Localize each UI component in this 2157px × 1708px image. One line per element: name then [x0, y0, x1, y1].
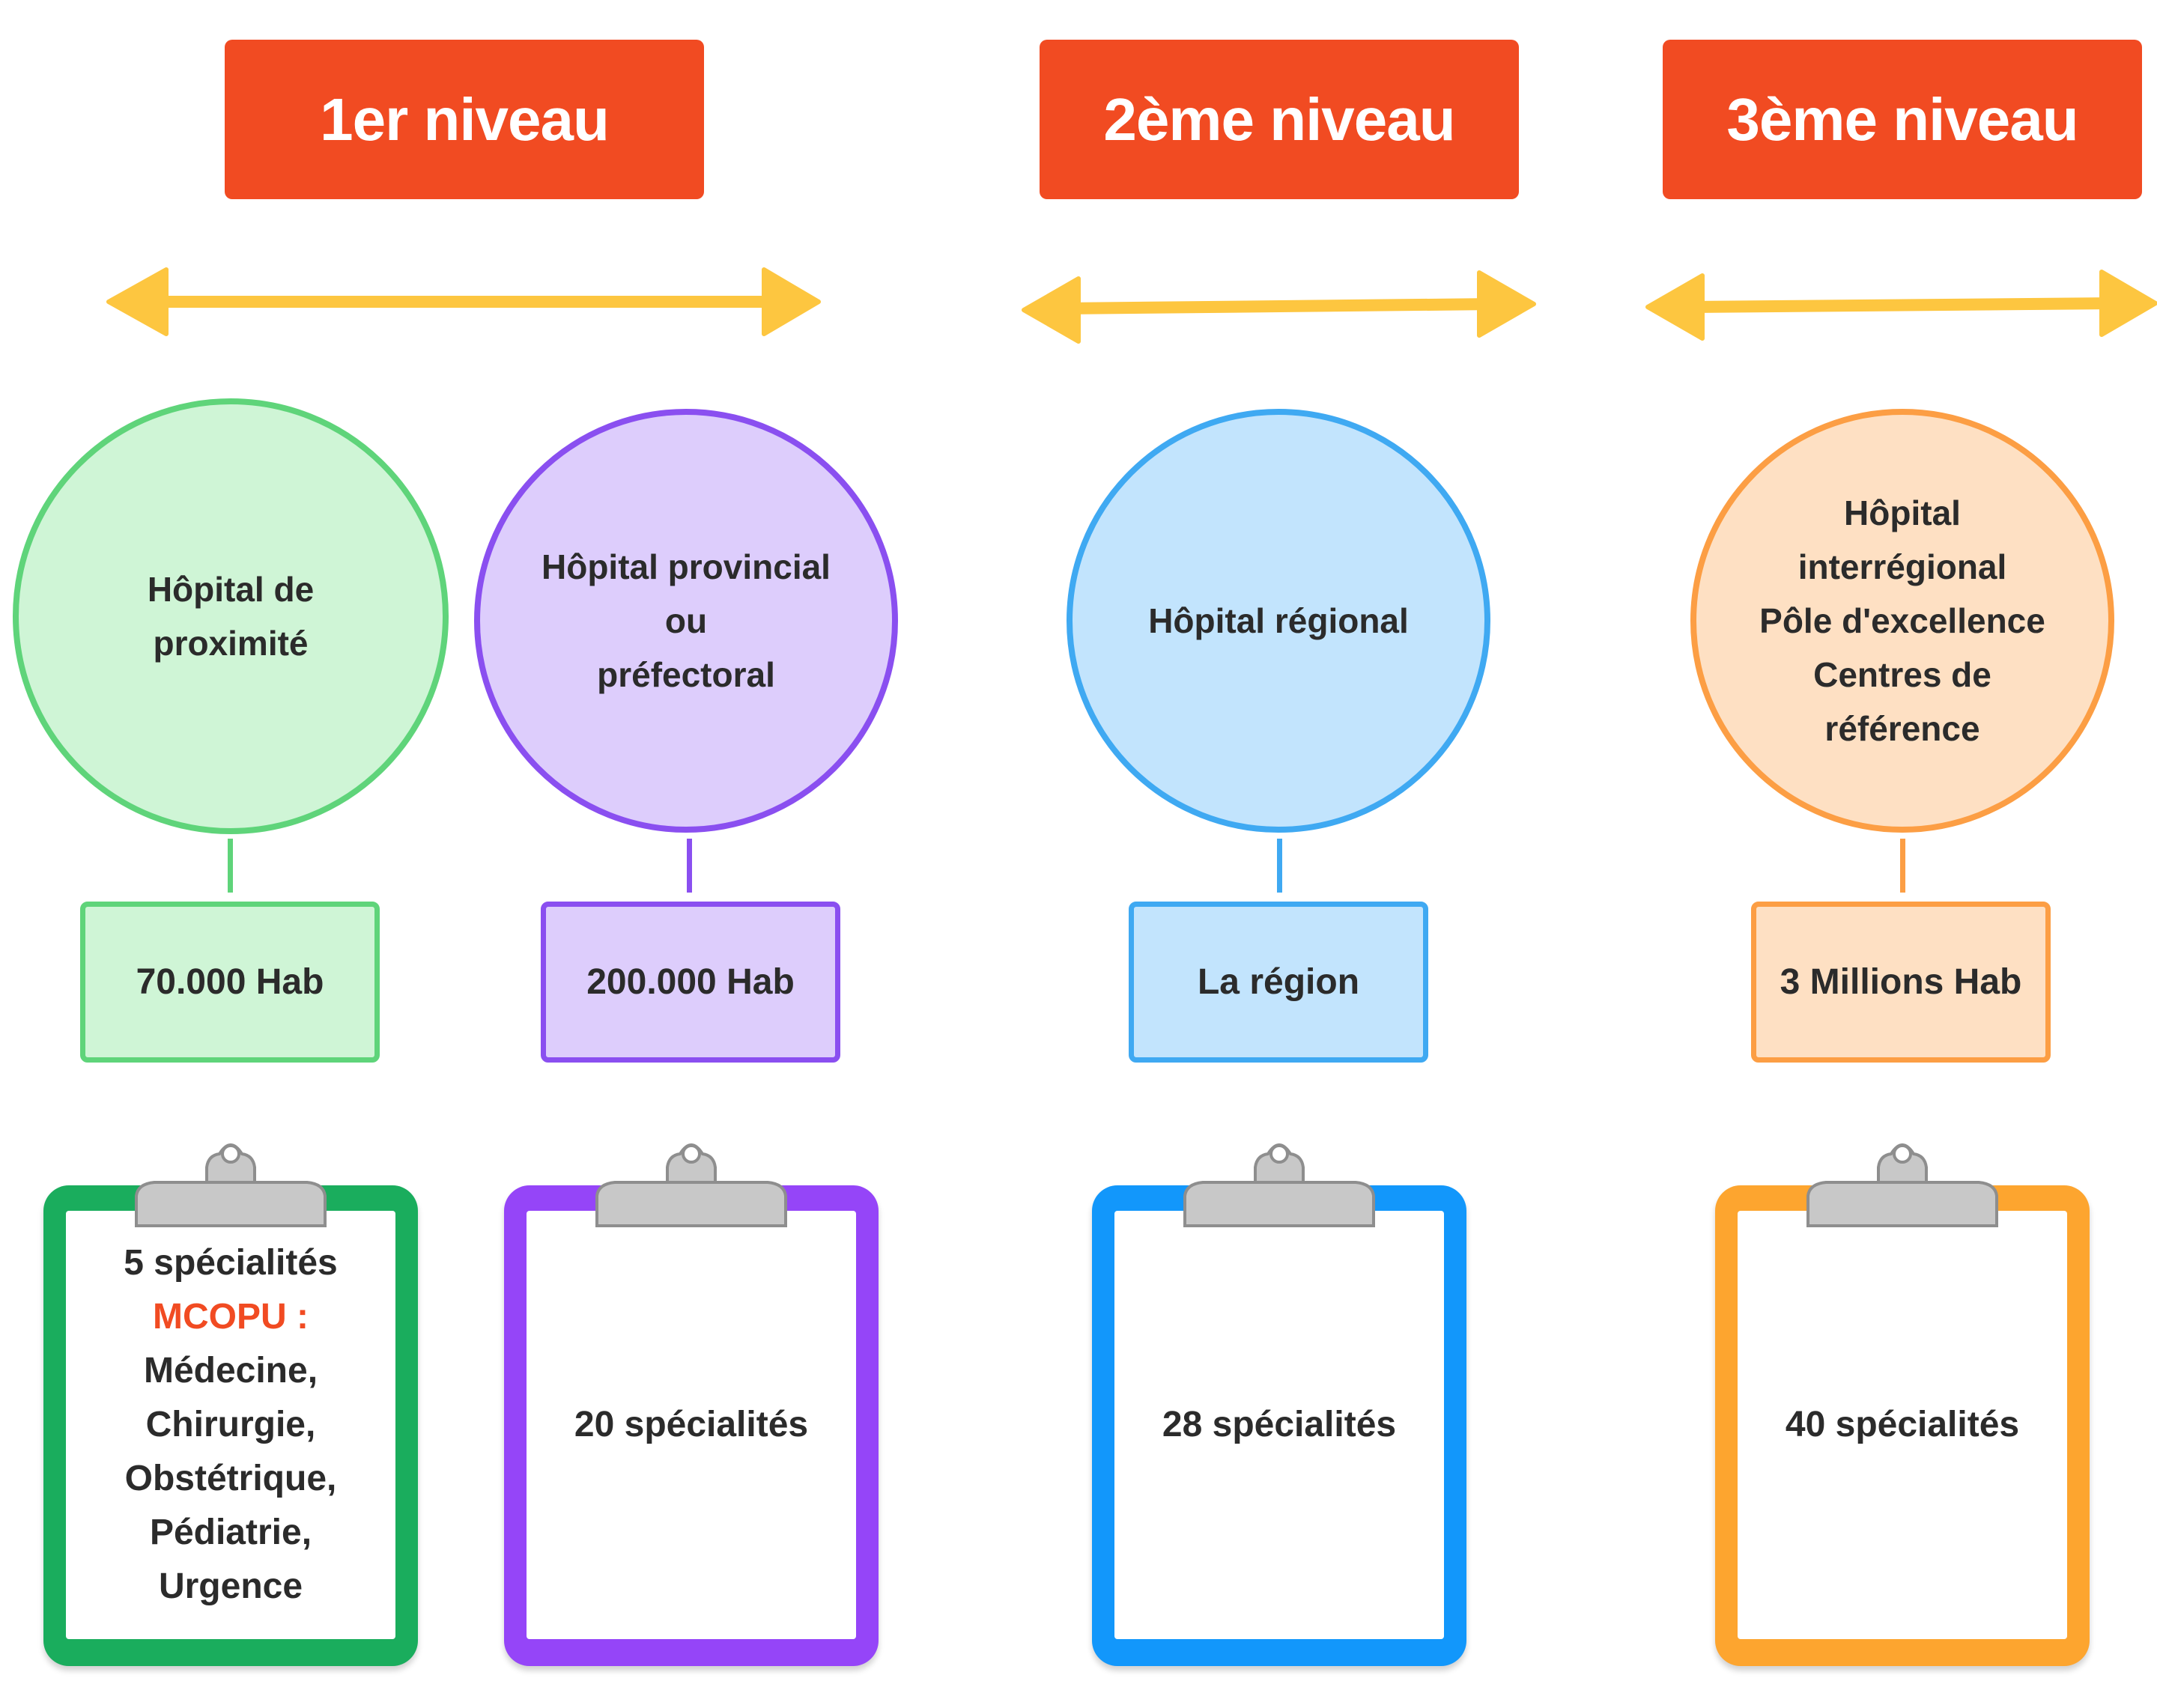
clipboard-clip-icon — [1183, 1143, 1375, 1227]
hospital-interregional-circle: Hôpital interrégional Pôle d'excellence … — [1690, 409, 2114, 833]
provincial-connector — [687, 839, 692, 893]
hospital-provincial-name: Hôpital provincial ou préfectoral — [541, 547, 831, 694]
regional-population-box: La région — [1129, 902, 1428, 1063]
provincial-population-box: 200.000 Hab — [541, 902, 840, 1063]
regional-specialities: 28 spécialités — [1162, 1405, 1397, 1444]
clipboard-clip-icon — [595, 1143, 787, 1227]
provincial-specialities: 20 spécialités — [574, 1405, 809, 1444]
level-3-header: 3ème niveau — [1663, 40, 2142, 199]
level-1-label: 1er niveau — [320, 85, 610, 153]
range-arrows — [106, 267, 2157, 344]
hospital-proximity-circle: Hôpital de proximité — [13, 398, 449, 834]
level-3-range-arrow — [1645, 270, 2157, 341]
hospital-regional-name: Hôpital régional — [1148, 601, 1409, 640]
proximity-specialities-count: 5 spécialités — [124, 1243, 338, 1283]
hospital-interregional-name: Hôpital interrégional Pôle d'excellence … — [1759, 493, 2045, 748]
hospital-regional-circle: Hôpital régional — [1067, 409, 1490, 833]
level-1-header: 1er niveau — [225, 40, 704, 199]
regional-clipboard-paper: 28 spécialités — [1114, 1211, 1444, 1639]
regional-population: La région — [1197, 962, 1360, 1002]
proximity-clipboard: 5 spécialités MCOPU : Médecine, Chirurgie… — [43, 1143, 418, 1666]
proximity-specialities-list: Médecine, Chirurgie, Obstétrique, Pédiat… — [124, 1351, 337, 1606]
proximity-clipboard-paper: 5 spécialités MCOPU : Médecine, Chirurgie… — [66, 1211, 395, 1639]
mcopu-acronym: MCOPU : — [153, 1297, 309, 1337]
hospital-provincial-circle: Hôpital provincial ou préfectoral — [474, 409, 898, 833]
provincial-population: 200.000 Hab — [586, 962, 795, 1002]
interregional-clipboard: 40 spécialités — [1715, 1143, 2090, 1666]
interregional-population-box: 3 Millions Hab — [1751, 902, 2051, 1063]
provincial-clipboard: 20 spécialités — [504, 1143, 879, 1666]
interregional-clipboard-paper: 40 spécialités — [1738, 1211, 2067, 1639]
interregional-specialities: 40 spécialités — [1785, 1405, 2020, 1444]
proximity-population: 70.000 Hab — [136, 962, 324, 1002]
interregional-connector — [1900, 839, 1905, 893]
proximity-connector — [228, 839, 233, 893]
hospital-proximity-name: Hôpital de proximité — [147, 570, 315, 663]
proximity-specialities: 5 spécialités MCOPU : Médecine, Chirurgie… — [124, 1236, 338, 1614]
level-3-label: 3ème niveau — [1726, 85, 2078, 153]
clipboard-clip-icon — [135, 1143, 327, 1227]
regional-connector — [1277, 839, 1282, 893]
level-2-label: 2ème niveau — [1103, 85, 1455, 153]
interregional-population: 3 Millions Hab — [1780, 962, 2022, 1002]
clipboard-clip-icon — [1806, 1143, 1998, 1227]
level-2-header: 2ème niveau — [1040, 40, 1519, 199]
level-1-range-arrow — [106, 267, 821, 336]
level-2-range-arrow — [1022, 270, 1536, 344]
proximity-population-box: 70.000 Hab — [80, 902, 380, 1063]
provincial-clipboard-paper: 20 spécialités — [527, 1211, 856, 1639]
regional-clipboard: 28 spécialités — [1092, 1143, 1466, 1666]
